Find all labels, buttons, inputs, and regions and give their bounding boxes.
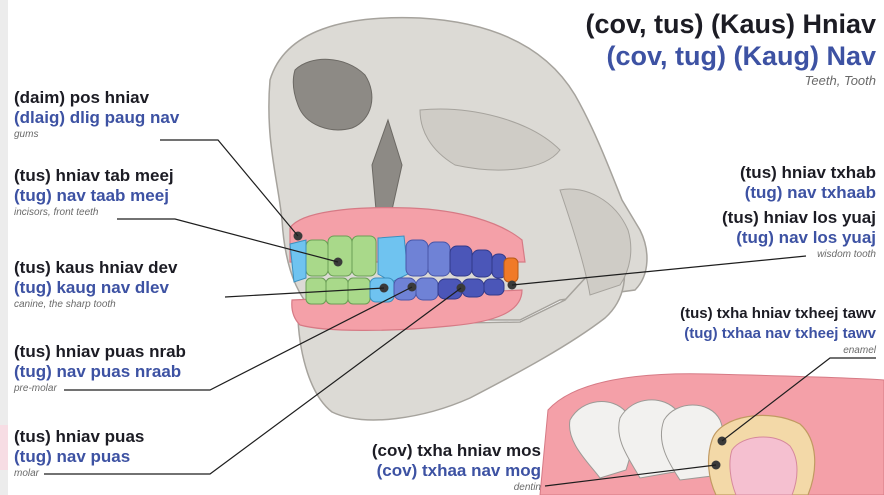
line-gums	[160, 139, 299, 237]
label-gums: (daim) pos hniav (dlaig) dlig paug nav g…	[14, 88, 179, 141]
jaw-ramus	[559, 188, 632, 296]
tooth-root-green: (tug) nav txhaab	[744, 183, 876, 202]
eye-socket	[292, 58, 373, 131]
label-incisors: (tus) hniav tab meej (tug) nav taab meej…	[14, 166, 174, 219]
margin-strip	[0, 0, 8, 495]
upper-premolars	[405, 239, 451, 277]
title-hmong-white: (cov, tus) (Kaus) Hniav	[585, 9, 876, 39]
line-enamel	[721, 357, 876, 442]
dentin-white: (cov) txha hniav mos	[371, 441, 541, 460]
incisors-green: (tug) nav taab meej	[14, 186, 169, 205]
wisdom-english: wisdom tooth	[817, 249, 876, 260]
premolar-green: (tug) nav puas nraab	[14, 362, 182, 381]
gums-green: (dlaig) dlig paug nav	[14, 108, 180, 127]
enamel-white: (tus) txha hniav txheej tawv	[680, 305, 876, 322]
enamel-english: enamel	[843, 345, 876, 356]
label-molar: (tus) hniav puas (tug) nav puas molar	[14, 427, 144, 480]
gums-english: gums	[14, 129, 39, 140]
upper-incisors	[305, 235, 377, 277]
dentin-english: dentin	[513, 482, 541, 493]
inset-dentin	[729, 436, 798, 495]
incisors-white: (tus) hniav tab meej	[14, 166, 174, 185]
molar-english: molar	[14, 468, 40, 479]
wisdom-tooth	[503, 257, 519, 283]
label-canine: (tus) kaus hniav dev (tug) kaug nav dlev…	[14, 258, 177, 311]
line-incisor	[117, 218, 339, 263]
cheekbone	[419, 108, 561, 171]
label-premolar: (tus) hniav puas nrab (tug) nav puas nra…	[14, 342, 186, 395]
wisdom-white: (tus) hniav los yuaj	[722, 208, 876, 227]
tooth-root-white: (tus) hniav txhab	[739, 163, 876, 182]
mandible	[297, 248, 626, 421]
line-dentin	[544, 464, 717, 487]
line-premolar	[64, 286, 413, 391]
label-enamel: (tus) txha hniav txheej tawv (tug) txhaa…	[680, 304, 876, 357]
molar-green: (tug) nav puas	[14, 447, 131, 466]
upper-canine	[377, 235, 409, 283]
line-canine	[224, 287, 385, 298]
title-block: (cov, tus) (Kaus) Hniav (cov, tug) (Kaug…	[585, 8, 876, 90]
dentin-green: (cov) txhaa nav mog	[376, 461, 541, 480]
upper-molars	[449, 245, 507, 279]
gums-white: (daim) pos hniav	[14, 88, 150, 107]
molar-white: (tus) hniav puas	[14, 427, 145, 446]
wisdom-green: (tug) nav los yuaj	[736, 228, 876, 247]
line-molar	[44, 287, 462, 475]
canine-white: (tus) kaus hniav dev	[14, 258, 178, 277]
label-dentin: (cov) txha hniav mos (cov) txhaa nav mog…	[300, 441, 541, 494]
premolar-white: (tus) hniav puas nrab	[14, 342, 186, 361]
label-tooth-root: (tus) hniav txhab (tug) nav txhaab	[740, 163, 876, 203]
label-wisdom: (tus) hniav los yuaj (tug) nav los yuaj …	[722, 208, 876, 261]
leader-lines	[44, 139, 876, 487]
line-wisdom	[511, 255, 807, 286]
incisors-english: incisors, front teeth	[14, 207, 99, 218]
canine-green: (tug) kaug nav dlev	[14, 278, 169, 297]
margin-accent	[0, 425, 8, 470]
enamel-green: (tug) txhaa nav txheej tawv	[684, 325, 876, 342]
canine-english: canine, the sharp tooth	[14, 299, 116, 310]
title-english: Teeth, Tooth	[804, 73, 876, 88]
title-hmong-green: (cov, tug) (Kaug) Nav	[606, 41, 877, 71]
premolar-english: pre-molar	[14, 383, 57, 394]
